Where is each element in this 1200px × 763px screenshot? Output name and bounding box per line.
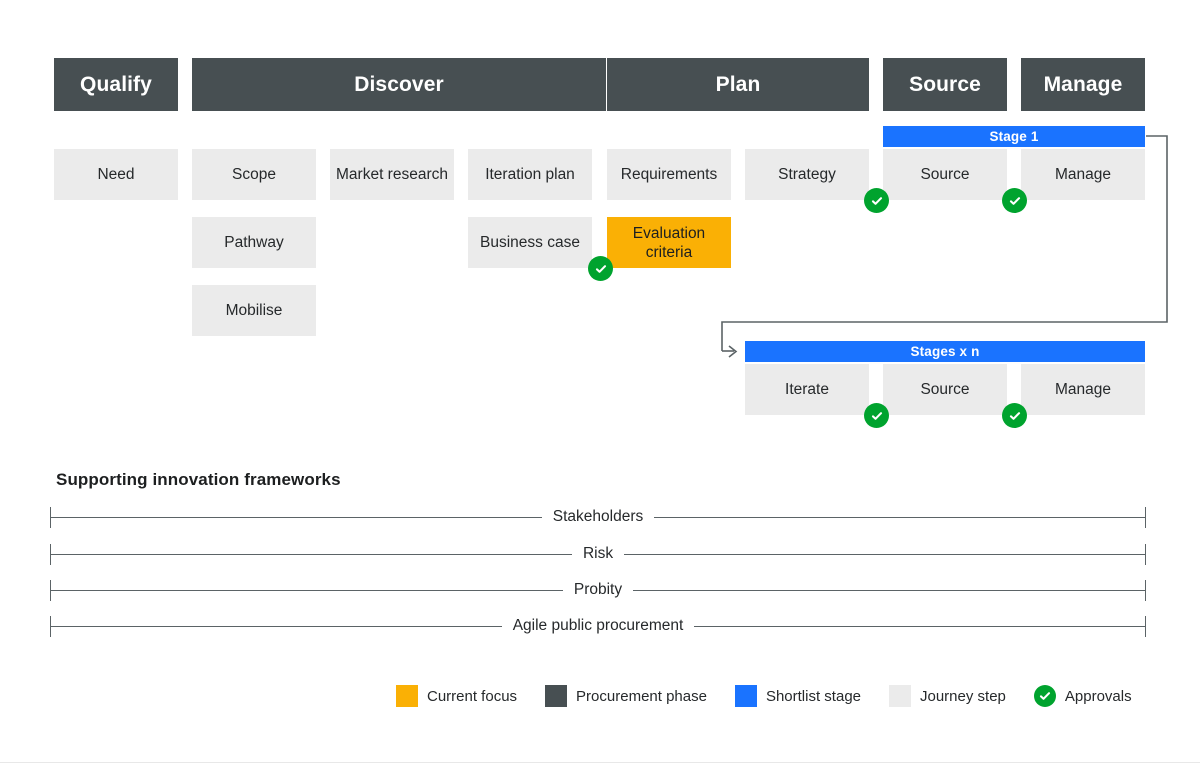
journey-step-business-case[interactable]: Business case <box>468 217 592 268</box>
framework-row-probity: Probity <box>50 579 1146 601</box>
orange-square-icon <box>396 685 418 707</box>
framework-label: Risk <box>582 545 614 562</box>
grey-square-icon <box>889 685 911 707</box>
approval-check-icon <box>1002 403 1027 428</box>
check-circle-icon <box>1033 685 1056 707</box>
journey-step-iteration-plan[interactable]: Iteration plan <box>468 149 592 200</box>
bracket-cap-left <box>50 579 51 601</box>
approval-check-icon <box>588 256 613 281</box>
bracket-line-right <box>654 516 1146 518</box>
stage-bar-1[interactable]: Stages x n <box>745 341 1145 362</box>
legend-item-shortlist-stage[interactable]: Shortlist stage <box>734 685 861 707</box>
legend-item-procurement-phase[interactable]: Procurement phase <box>545 685 707 707</box>
journey-step-source[interactable]: Source <box>883 364 1007 415</box>
bracket-line-left <box>51 516 542 518</box>
blue-square-icon <box>734 685 757 707</box>
bracket-line-left <box>51 553 572 555</box>
framework-row-agile-public-procurement: Agile public procurement <box>50 615 1146 637</box>
approval-check-icon <box>864 188 889 213</box>
phase-bar-plan[interactable]: Plan <box>607 58 869 111</box>
stage-bar-0[interactable]: Stage 1 <box>883 126 1145 147</box>
frameworks-title: Supporting innovation frameworks <box>56 470 341 489</box>
journey-step-mobilise[interactable]: Mobilise <box>192 285 316 336</box>
bracket-cap-left <box>50 506 51 528</box>
framework-label: Probity <box>573 581 623 598</box>
bracket-cap-left <box>50 543 51 565</box>
journey-step-strategy[interactable]: Strategy <box>745 149 869 200</box>
approval-check-icon <box>1002 188 1027 213</box>
legend-item-current-focus[interactable]: Current focus <box>396 685 517 707</box>
journey-step-scope[interactable]: Scope <box>192 149 316 200</box>
journey-step-pathway[interactable]: Pathway <box>192 217 316 268</box>
phase-bar-discover[interactable]: Discover <box>192 58 606 111</box>
journey-step-market-research[interactable]: Market research <box>330 149 454 200</box>
journey-step-requirements[interactable]: Requirements <box>607 149 731 200</box>
legend-item-journey-step[interactable]: Journey step <box>889 685 1006 707</box>
bracket-line-right <box>624 553 1146 555</box>
legend-label: Approvals <box>1064 687 1132 705</box>
framework-row-stakeholders: Stakeholders <box>50 506 1147 528</box>
legend-label: Procurement phase <box>576 687 707 705</box>
legend-label: Current focus <box>427 687 518 705</box>
bracket-cap-right <box>1145 543 1147 565</box>
journey-step-iterate[interactable]: Iterate <box>745 364 869 415</box>
legend: Current focus Procurement phase Shortlist … <box>396 685 1132 707</box>
bracket-line-right <box>633 589 1145 591</box>
bracket-cap-right <box>1145 579 1146 601</box>
journey-step-manage[interactable]: Manage <box>1021 149 1145 200</box>
bracket-line-left <box>51 589 563 591</box>
phase-bar-manage[interactable]: Manage <box>1021 58 1145 111</box>
journey-step-source[interactable]: Source <box>883 149 1007 200</box>
journey-step-manage[interactable]: Manage <box>1021 364 1145 415</box>
legend-label: Journey step <box>920 687 1006 705</box>
phase-bar-qualify[interactable]: Qualify <box>54 58 178 111</box>
framework-label: Agile public procurement <box>512 617 684 634</box>
bracket-line-left <box>51 625 502 627</box>
dark-square-icon <box>545 685 568 707</box>
approval-check-icon <box>864 403 889 428</box>
phase-bar-source[interactable]: Source <box>883 58 1007 111</box>
journey-step-need[interactable]: Need <box>54 149 178 200</box>
journey-step-evaluation-criteria[interactable]: Evaluation criteria <box>607 217 731 268</box>
bracket-cap-right <box>1145 615 1146 637</box>
bracket-line-right <box>694 625 1145 627</box>
legend-item-approvals[interactable]: Approvals <box>1033 685 1132 707</box>
framework-row-risk: Risk <box>50 543 1147 565</box>
bracket-cap-right <box>1145 506 1147 528</box>
framework-label: Stakeholders <box>552 508 644 525</box>
legend-label: Shortlist stage <box>765 687 861 705</box>
bracket-cap-left <box>50 615 51 637</box>
